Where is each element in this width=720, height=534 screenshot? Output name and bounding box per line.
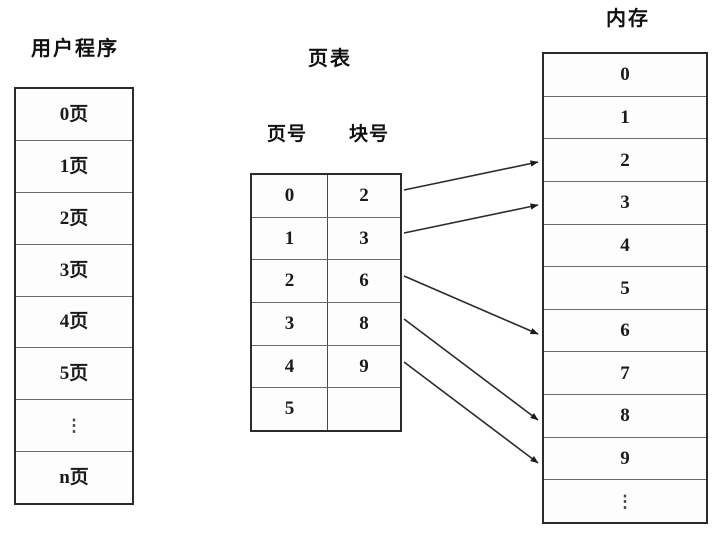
page-table-row: 3 8 [252,303,400,346]
memory-cell: 6 [544,310,706,353]
user-program-cell: n页 [59,467,89,489]
memory-cell: 9 [544,438,706,481]
page-table-row: 1 3 [252,217,400,261]
page-table-page-no-cell: 1 [252,217,328,260]
user-program-cell: 2页 [16,193,132,245]
memory-cell: 8 [544,395,706,438]
page-table-block-no-cell: 8 [359,312,369,334]
page-table-block-no-cell: 9 [359,355,369,377]
mapping-arrow-page2-to-block6 [403,275,539,335]
user-program-cell: 3页 [16,245,132,297]
block-number-column-header: 块号 [348,123,389,145]
mapping-arrow-page4-to-block9 [403,361,539,464]
page-table-page-no-cell: 2 [252,260,328,303]
page-table-row: 4 9 [252,345,400,389]
memory-cell: 3 [544,182,706,225]
user-program-cell: 0页 [16,89,132,141]
page-table-page-no-cell: 5 [252,388,328,431]
memory-cell: 2 [544,139,706,182]
memory-cell: 7 [544,352,706,396]
mapping-arrow-page1-to-block3 [403,203,539,234]
memory-cell: 0 [544,54,706,97]
memory-cell: 1 [544,97,706,140]
page-table-block-no-cell: 3 [359,227,369,249]
memory-title: 内存 [606,6,650,30]
page-table-row: 0 2 [252,175,400,218]
mapping-arrow-page0-to-block2 [403,160,539,191]
page-table-block-no-cell: 6 [359,270,369,292]
page-table-title: 页表 [308,46,352,70]
page-table-page-no-cell: 0 [252,175,328,217]
user-program-cell: 5页 [16,348,132,401]
user-program-box: 0页 1页 2页 3页 4页 5页 ⋮ n页 [14,87,134,505]
memory-ellipsis-cell: ⋮ [616,491,634,511]
user-program-cell: 4页 [16,297,132,349]
memory-cell: 5 [544,267,706,310]
user-program-cell: 1页 [16,141,132,193]
page-table-page-no-cell: 3 [252,303,328,345]
memory-box: 0 1 2 3 4 5 6 7 8 9 ⋮ [542,52,708,524]
page-table-block-no-cell [328,388,400,430]
page-table-box: 0 2 1 3 2 6 3 8 4 9 5 [250,173,402,432]
page-table-row: 5 [252,388,400,431]
page-number-column-header: 页号 [266,123,307,145]
page-table-row: 2 6 [252,260,400,304]
page-table-page-no-cell: 4 [252,345,328,388]
page-table-block-no-cell: 2 [359,184,369,206]
mapping-arrow-page3-to-block8 [403,318,539,421]
user-program-ellipsis-cell: ⋮ [16,400,132,453]
memory-cell: 4 [544,225,706,268]
user-program-title: 用户程序 [31,36,119,60]
